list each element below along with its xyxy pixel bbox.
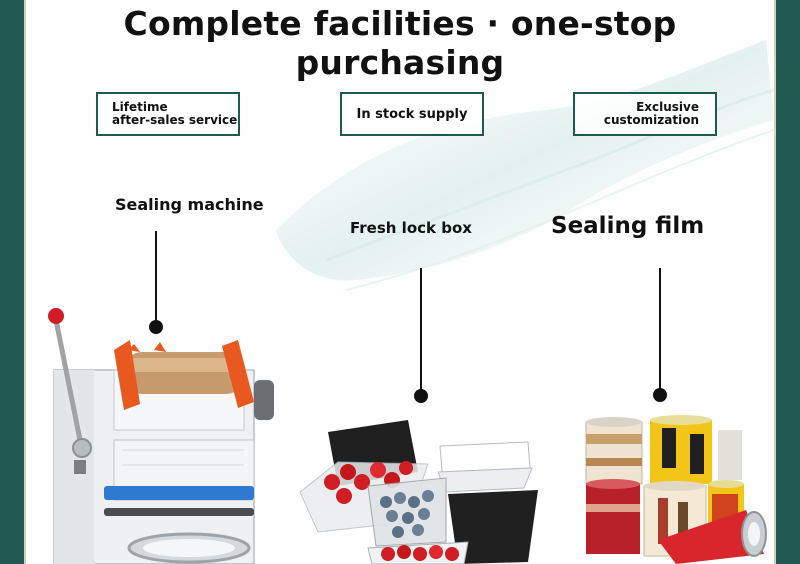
leader-line-box [420, 268, 422, 394]
label-sealing-machine: Sealing machine [115, 195, 264, 214]
sealing-machine-image [48, 308, 274, 564]
tag-lifetime-line1: Lifetime [112, 100, 168, 114]
leader-line-machine [155, 231, 157, 325]
tag-exclusive-customization: Exclusive customization [573, 92, 717, 136]
left-frame-border [0, 0, 24, 564]
right-frame-border [776, 0, 800, 564]
page-title: Complete facilities · one-stop purchasin… [123, 4, 677, 82]
left-frame-accent [24, 0, 26, 564]
tag-in-stock-supply: In stock supply [340, 92, 484, 136]
tag-custom-line2: customization [603, 113, 699, 127]
leader-dot-box [414, 389, 428, 403]
leader-dot-machine [149, 320, 163, 334]
fresh-lock-box-image [299, 420, 538, 564]
tag-lifetime-line2: after-sales service [112, 113, 238, 127]
tag-stock-label: In stock supply [356, 106, 468, 122]
tag-custom-line1: Exclusive [636, 100, 699, 114]
leader-dot-film [653, 388, 667, 402]
sealing-film-rolls-image [585, 415, 767, 564]
label-fresh-lock-box: Fresh lock box [350, 219, 472, 237]
content-panel: Complete facilities · one-stop purchasin… [26, 0, 774, 564]
leader-line-film [659, 268, 661, 392]
label-sealing-film: Sealing film [551, 213, 705, 239]
right-frame-accent [774, 0, 776, 564]
tag-lifetime-service: Lifetime after-sales service [96, 92, 240, 136]
